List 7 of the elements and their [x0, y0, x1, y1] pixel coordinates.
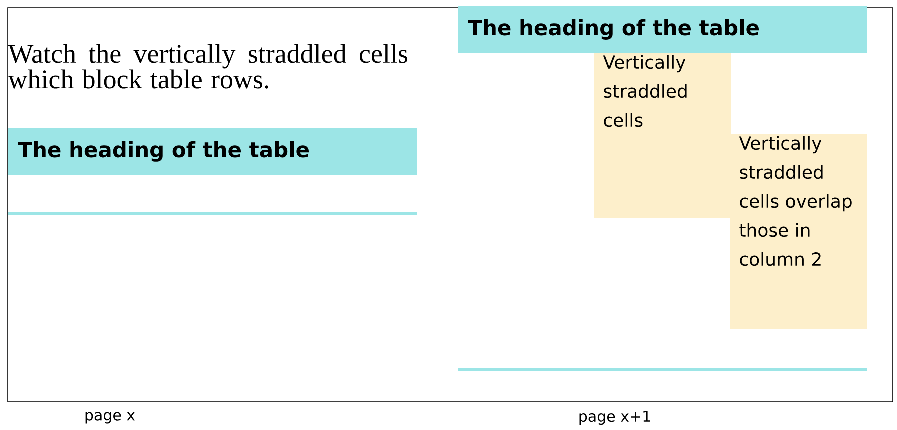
node-label: Vertically straddled cells	[603, 55, 687, 128]
page-caption: page x	[86, 412, 136, 424]
table-heading: The heading of the table	[458, 6, 868, 54]
straddled-cell: Vertically straddled cells	[594, 53, 732, 218]
page-caption: page x+1	[580, 410, 650, 426]
table-heading: The heading of the table	[8, 128, 418, 176]
straddled-cell: Vertically straddled cells overlap those in column 2	[730, 134, 868, 330]
